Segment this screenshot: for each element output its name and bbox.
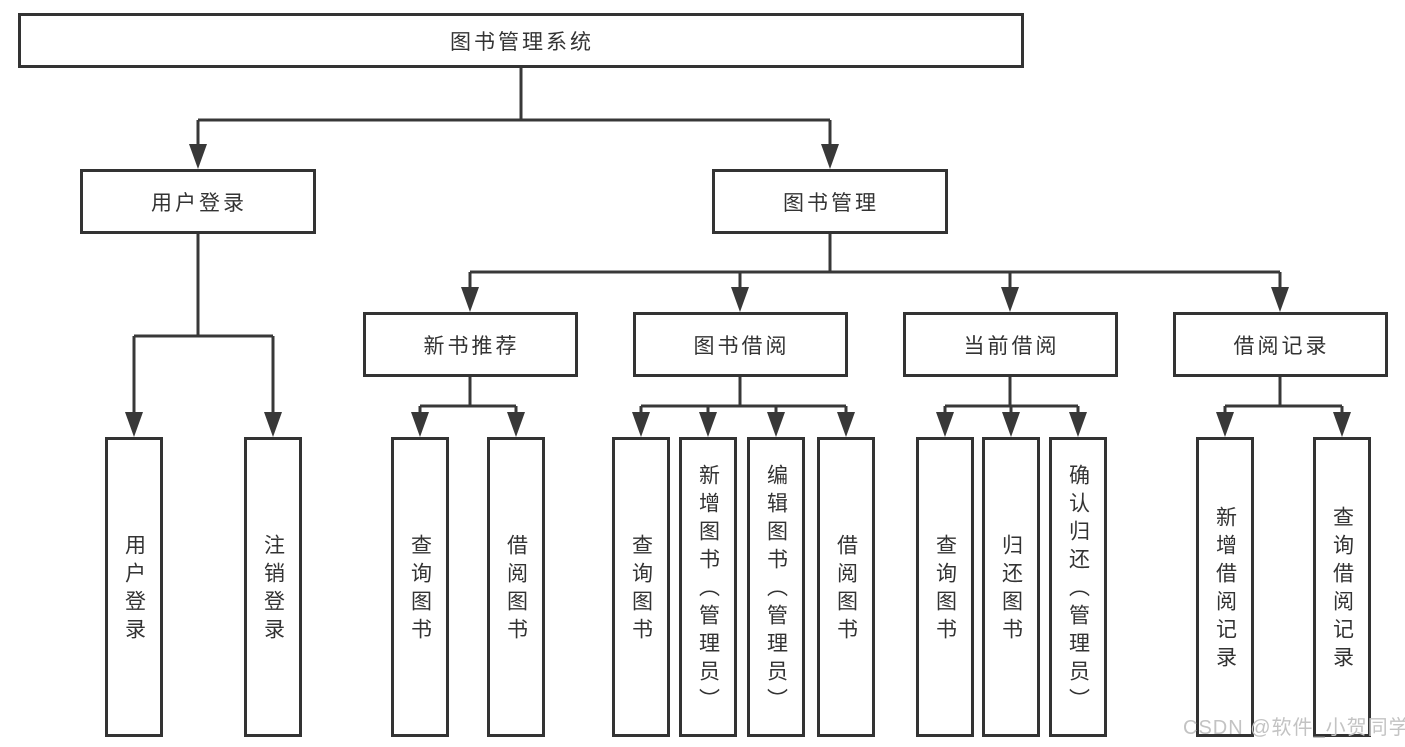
leaf-return-book: 归还图书 — [982, 437, 1040, 737]
node-user-login: 用户登录 — [80, 169, 316, 234]
node-root: 图书管理系统 — [18, 13, 1024, 68]
leaf-query-books-1: 查询图书 — [391, 437, 449, 737]
leaf-edit-book-admin-label: 编辑图书（管理员） — [764, 464, 788, 716]
leaf-borrow-books-1: 借阅图书 — [487, 437, 545, 737]
leaf-user-login: 用户登录 — [105, 437, 163, 737]
leaf-logout-label: 注销登录 — [261, 534, 285, 646]
arrowheads — [125, 144, 1351, 437]
leaf-logout: 注销登录 — [244, 437, 302, 737]
leaf-add-book-admin: 新增图书（管理员） — [679, 437, 737, 737]
node-current-borrow-label: 当前借阅 — [963, 334, 1060, 358]
node-user-login-label: 用户登录 — [151, 191, 247, 215]
node-new-book-recommend-label: 新书推荐 — [423, 334, 520, 358]
leaf-borrow-books-2: 借阅图书 — [817, 437, 875, 737]
leaf-query-books-2-label: 查询图书 — [629, 534, 653, 646]
leaf-query-books-1-label: 查询图书 — [408, 534, 432, 646]
node-book-borrow: 图书借阅 — [633, 312, 848, 377]
leaf-query-borrow-record: 查询借阅记录 — [1313, 437, 1371, 737]
node-book-management-label: 图书管理 — [783, 191, 879, 215]
node-borrow-records: 借阅记录 — [1173, 312, 1388, 377]
leaf-query-books-3-label: 查询图书 — [933, 534, 957, 646]
leaf-borrow-books-2-label: 借阅图书 — [834, 534, 858, 646]
node-book-management: 图书管理 — [712, 169, 948, 234]
leaf-add-borrow-record: 新增借阅记录 — [1196, 437, 1254, 737]
node-book-borrow-label: 图书借阅 — [693, 334, 790, 358]
leaf-edit-book-admin: 编辑图书（管理员） — [747, 437, 805, 737]
node-new-book-recommend: 新书推荐 — [363, 312, 578, 377]
leaf-query-borrow-record-label: 查询借阅记录 — [1330, 506, 1354, 674]
csdn-watermark: CSDN @软件_小贺同学 — [1183, 717, 1405, 739]
leaf-query-books-3: 查询图书 — [916, 437, 974, 737]
leaf-query-books-2: 查询图书 — [612, 437, 670, 737]
node-current-borrow: 当前借阅 — [903, 312, 1118, 377]
leaf-confirm-return-admin-label: 确认归还（管理员） — [1066, 464, 1090, 716]
node-borrow-records-label: 借阅记录 — [1233, 334, 1330, 358]
leaf-return-book-label: 归还图书 — [999, 534, 1023, 646]
node-root-label: 图书管理系统 — [450, 30, 594, 54]
leaf-user-login-label: 用户登录 — [122, 534, 146, 646]
leaf-confirm-return-admin: 确认归还（管理员） — [1049, 437, 1107, 737]
tree-edges — [132, 68, 1344, 418]
leaf-add-book-admin-label: 新增图书（管理员） — [696, 464, 720, 716]
leaf-borrow-books-1-label: 借阅图书 — [504, 534, 528, 646]
leaf-add-borrow-record-label: 新增借阅记录 — [1213, 506, 1237, 674]
